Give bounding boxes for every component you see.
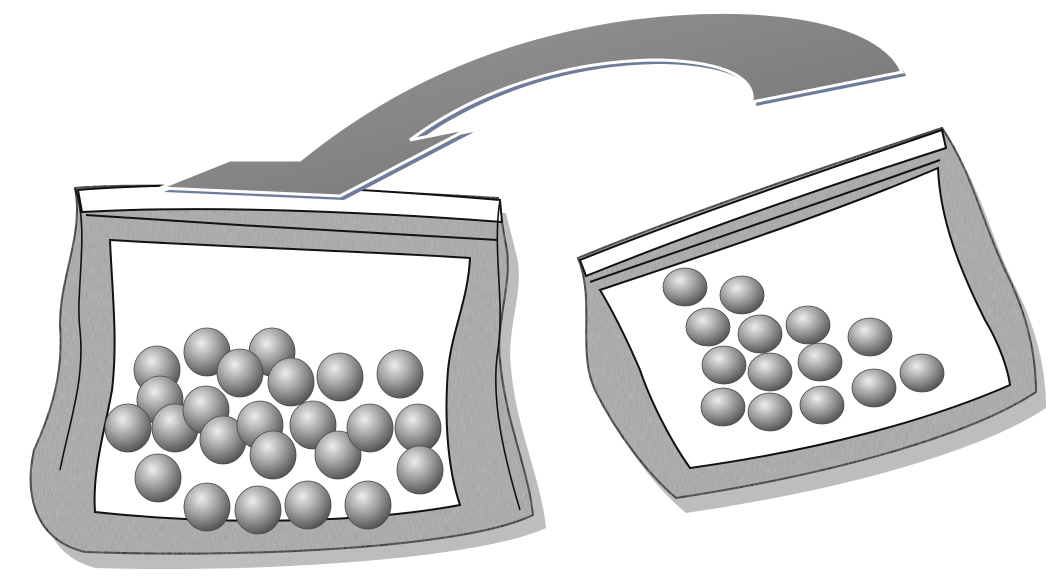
bag-right-ball <box>900 354 944 392</box>
bag-left-ball <box>268 358 314 406</box>
bag-left-ball <box>345 481 391 529</box>
bag-right-ball <box>686 308 730 346</box>
transfer-arrow <box>160 12 906 200</box>
bag-left-ball <box>317 353 363 401</box>
bag-left-ball <box>347 404 393 452</box>
bag-right-ball <box>748 353 792 391</box>
bag-right-ball <box>786 306 830 344</box>
bag-right-ball <box>748 393 792 431</box>
bag-right-ball <box>800 386 844 424</box>
bag-right-ball <box>720 276 764 314</box>
bag-left-ball <box>184 483 230 531</box>
bag-right-ball <box>848 318 892 356</box>
bag-left-ball <box>377 350 423 398</box>
bag-right-ball <box>852 369 896 407</box>
bag-left-ball <box>397 446 443 494</box>
bag-left-ball <box>135 454 181 502</box>
bag-right <box>578 128 1046 513</box>
bag-left-ball <box>395 404 441 452</box>
bag-right-ball <box>663 268 707 306</box>
bag-right-ball <box>738 315 782 353</box>
bag-left-ball <box>105 404 151 452</box>
bag-right-ball <box>702 346 746 384</box>
transfer-arrow-body <box>160 12 902 196</box>
bag-left-ball <box>217 349 263 397</box>
bag-left <box>31 185 546 569</box>
bag-left-ball <box>250 431 296 479</box>
bag-left-ball <box>285 481 331 529</box>
bag-right-ball <box>798 343 842 381</box>
bag-right-ball <box>701 388 745 426</box>
bag-left-ball <box>235 486 281 534</box>
